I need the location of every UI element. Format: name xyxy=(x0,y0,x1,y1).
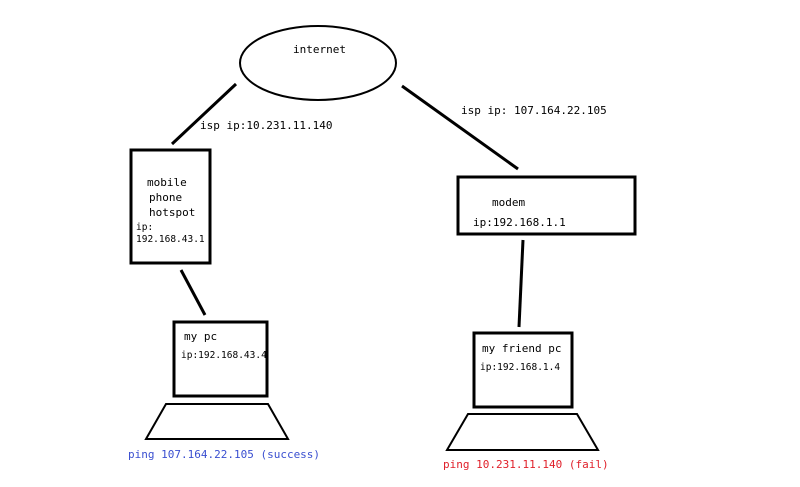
friend-pc-keyboard xyxy=(445,413,600,451)
link-hotspot-mypc xyxy=(179,269,207,316)
isp-ip-right-label: isp ip: 107.164.22.105 xyxy=(461,104,607,117)
isp-ip-left-label: isp ip:10.231.11.140 xyxy=(200,119,333,132)
modem-ip: ip:192.168.1.1 xyxy=(473,216,566,229)
modem-name: modem xyxy=(492,196,526,209)
hotspot-ip-value: 192.168.43.1 xyxy=(136,234,205,245)
hotspot-ip-label: ip: xyxy=(136,222,154,233)
hotspot-box xyxy=(129,148,212,265)
my-pc-keyboard xyxy=(144,403,290,440)
friend-pc-name: my friend pc xyxy=(482,342,562,355)
friend-pc-screen xyxy=(472,331,574,409)
hotspot-name-line2: phone xyxy=(149,191,183,204)
my-pc-screen xyxy=(172,320,269,398)
my-pc-ip: ip:192.168.43.4 xyxy=(181,350,267,361)
ping-success-result: ping 107.164.22.105 (success) xyxy=(128,448,321,461)
hotspot-name-line3: hotspot xyxy=(149,206,196,219)
link-internet-hotspot xyxy=(170,82,238,146)
link-internet-modem xyxy=(401,84,519,171)
link-modem-friendpc xyxy=(517,239,525,328)
hotspot-name-line1: mobile xyxy=(147,176,187,189)
internet-ellipse xyxy=(239,25,397,101)
friend-pc-ip: ip:192.168.1.4 xyxy=(480,362,561,373)
modem-box xyxy=(456,175,637,236)
ping-fail-result: ping 10.231.11.140 (fail) xyxy=(443,458,609,471)
internet-label: internet xyxy=(293,43,346,56)
my-pc-name: my pc xyxy=(184,330,218,343)
